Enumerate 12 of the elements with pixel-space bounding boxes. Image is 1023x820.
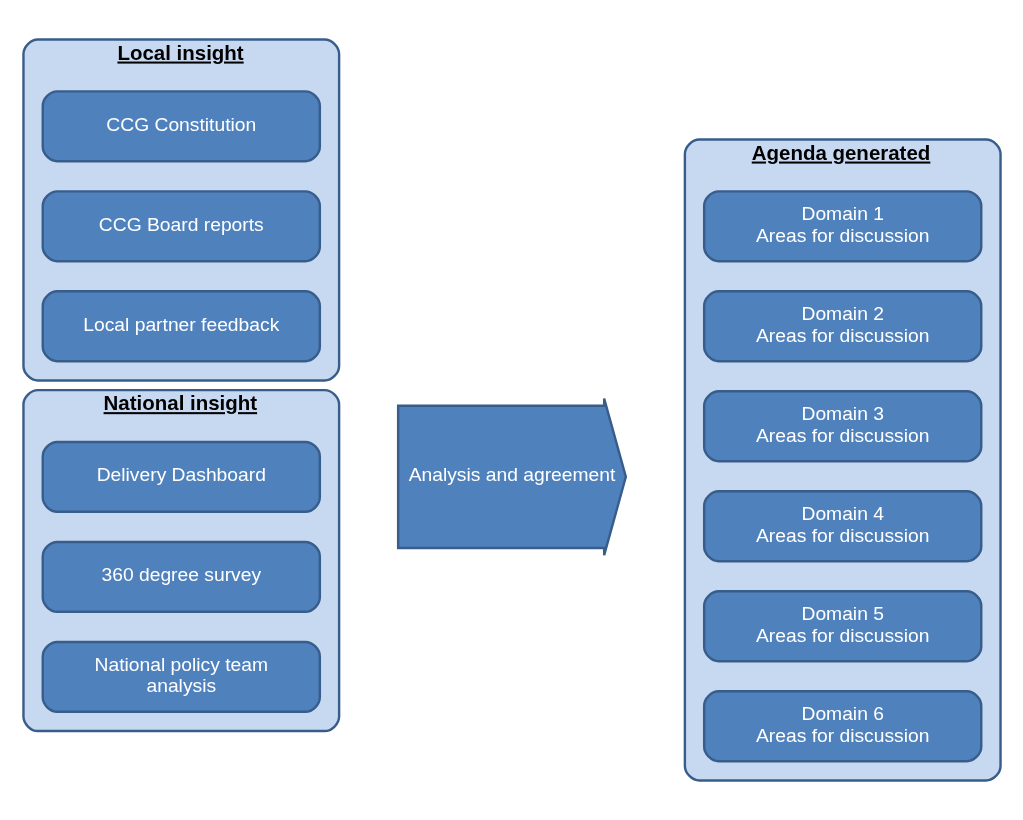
node-box: National policy team analysis [41, 640, 321, 713]
node-box: Domain 6 Areas for discussion [702, 690, 982, 763]
node-box: Domain 2 Areas for discussion [702, 290, 982, 363]
node-box: Domain 3 Areas for discussion [702, 390, 982, 463]
node-box: Local partner feedback [41, 290, 321, 363]
node-box: Domain 4 Areas for discussion [702, 490, 982, 563]
node-box: Domain 1 Areas for discussion [702, 190, 982, 263]
node-box: CCG Board reports [41, 190, 321, 263]
node-box: CCG Constitution [41, 90, 321, 163]
node-box: Delivery Dashboard [41, 440, 321, 513]
node-box: 360 degree survey [41, 540, 321, 613]
node-box: Domain 5 Areas for discussion [702, 590, 982, 663]
